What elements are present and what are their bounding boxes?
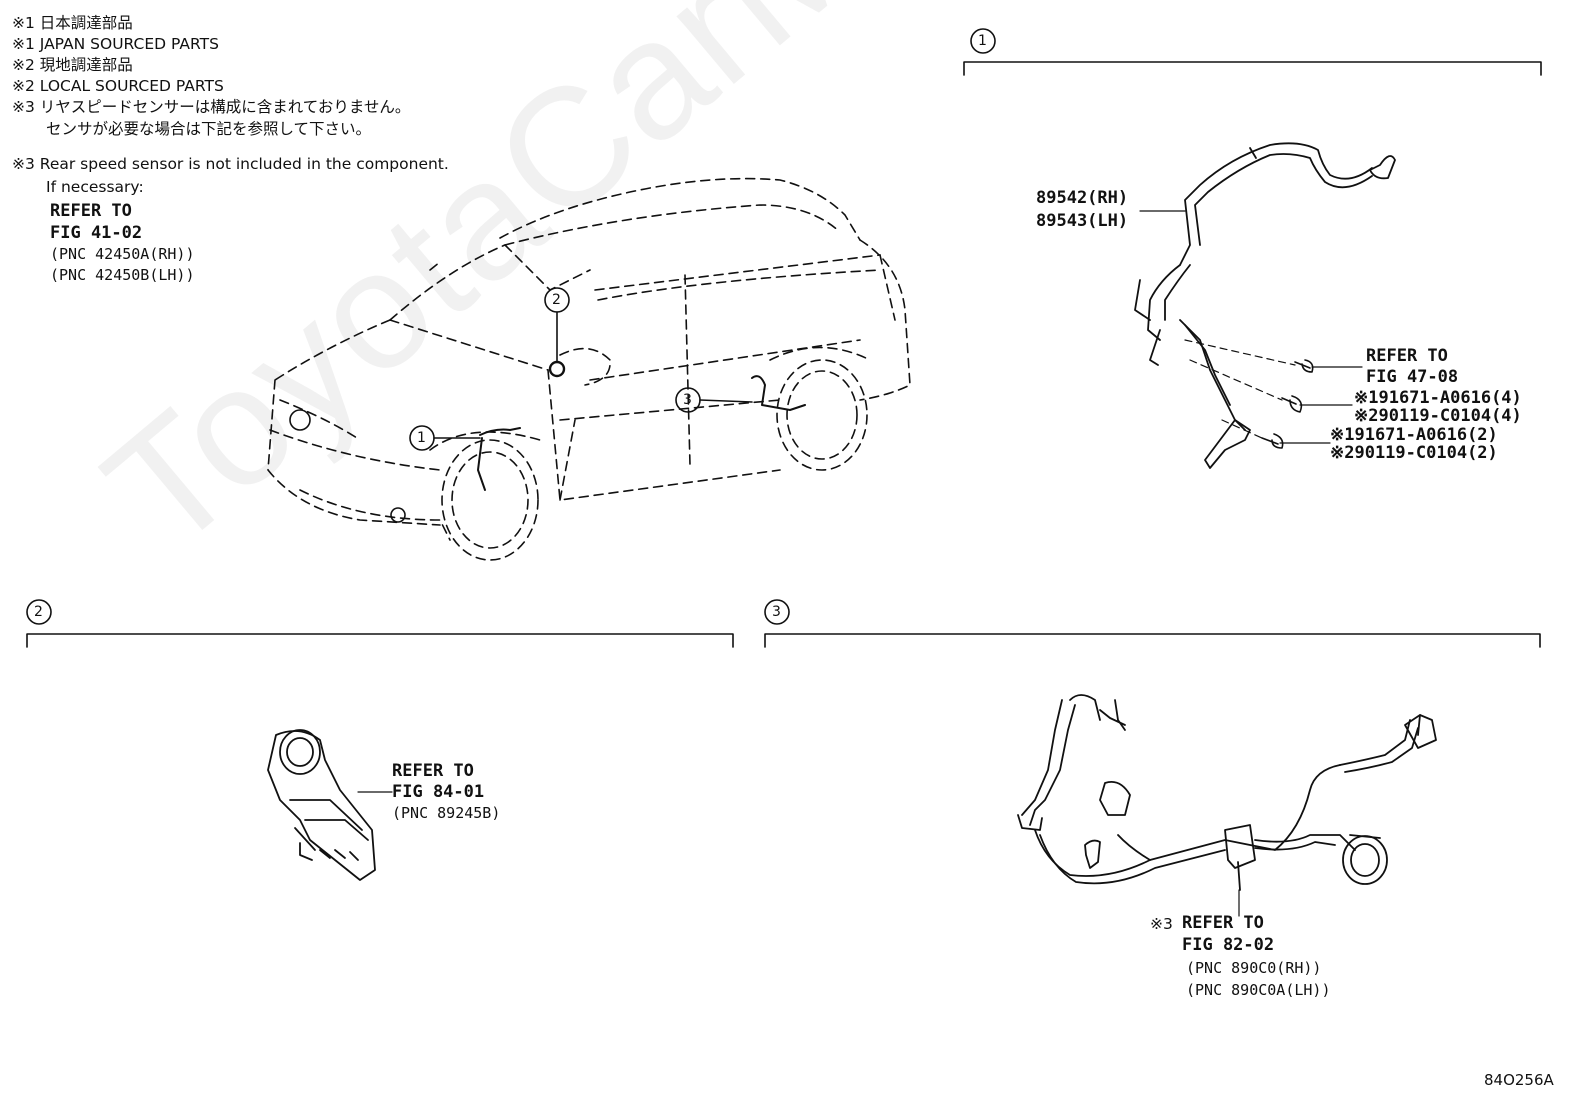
panel-2-refer-to[interactable]: REFER TO [392,761,474,781]
panel-1-bolt-2: ※290119-C0104(4) [1354,406,1522,426]
callout-1-number[interactable]: 1 [417,430,426,446]
note-1-en: ※1 JAPAN SOURCED PARTS [12,35,219,53]
vehicle-outline [267,177,911,541]
note-2-jp: ※2 現地調達部品 [12,56,133,74]
headlight [289,409,406,523]
vehicle-harness-front [477,427,521,491]
panel-2-frame [26,599,734,648]
note-pnc-lh: (PNC 42450B(LH)) [50,266,195,284]
note-refer-to[interactable]: REFER TO [50,201,132,221]
panel-1-part-rh: 89542(RH) [1036,188,1129,208]
panel-3-pnc-lh: (PNC 890C0A(LH)) [1186,981,1331,999]
panel-1-part-lh: 89543(LH) [1036,211,1129,231]
abs-ecu-unit [267,729,376,881]
panel-1-bolt-1: ※191671-A0616(4) [1354,388,1522,408]
panel-1-bolt-1-icon [1294,359,1314,373]
callout-2-marker [544,287,570,363]
drawing-code: 84O256A [1484,1071,1554,1089]
panel-3-mark: ※3 [1150,915,1173,933]
front-wheel [429,431,541,561]
panel-3-pnc-rh: (PNC 890C0(RH)) [1186,959,1322,977]
panel-1-number: 1 [978,33,987,49]
vehicle-harness-rear [751,375,806,411]
panel-3-fig-link[interactable]: FIG 82-02 [1182,935,1275,955]
panel-1-bolt-3-icon [1261,433,1284,449]
note-3-jp-line1: ※3 リヤスピードセンサーは構成に含まれておりません。 [12,98,411,116]
note-3-en-line1: ※3 Rear speed sensor is not included in … [12,155,449,173]
note-1-jp: ※1 日本調達部品 [12,14,133,32]
panel-2-pnc: (PNC 89245B) [392,804,501,822]
panel-1-refer-to[interactable]: REFER TO [1366,346,1448,366]
vehicle-ecu-marker [548,360,566,378]
note-3-jp-line2: センサが必要な場合は下記を参照して下さい。 [46,120,372,138]
rear-speed-sensor-harness [1017,694,1437,891]
panel-1-bolt-2-icon [1281,395,1303,413]
panel-2-fig-link[interactable]: FIG 84-01 [392,782,485,802]
callout-1-marker [409,425,481,451]
panel-3-refer-to[interactable]: REFER TO [1182,913,1264,933]
panel-1-bolt-4: ※290119-C0104(2) [1330,443,1498,463]
callout-2-number[interactable]: 2 [552,292,561,308]
panel-1-fig-link[interactable]: FIG 47-08 [1366,367,1459,387]
note-3-en-line2: If necessary: [46,178,144,196]
note-fig-link[interactable]: FIG 41-02 [50,223,143,243]
panel-1-dashed-leaders [1184,339,1296,439]
panel-2-number: 2 [34,604,43,620]
rear-wheel [769,346,871,471]
callout-3-number[interactable]: 3 [683,392,692,408]
panel-3-frame [764,599,1541,648]
note-2-en: ※2 LOCAL SOURCED PARTS [12,77,224,95]
callout-3-marker [675,387,753,413]
panel-1-frame [963,28,1542,76]
panel-1-leaders [1139,210,1363,444]
panel-1-bolt-3: ※191671-A0616(2) [1330,425,1498,445]
note-pnc-rh: (PNC 42450A(RH)) [50,245,195,263]
panel-3-number: 3 [772,604,781,620]
